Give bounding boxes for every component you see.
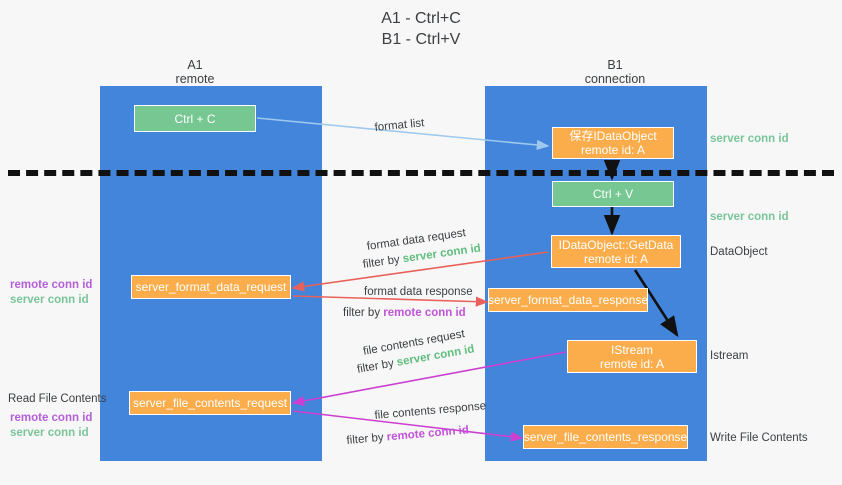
edge-label-file-contents-response: file contents response: [374, 400, 487, 422]
left-note-server-conn-id-2: server conn id: [10, 427, 89, 439]
phase-divider: [8, 170, 834, 176]
left-note-remote-conn-id-2: remote conn id: [10, 412, 93, 424]
node-ctrl-v[interactable]: Ctrl + V: [552, 181, 674, 207]
remote-conn-id-text-1: remote conn id: [383, 307, 466, 319]
node-server-file-contents-request[interactable]: server_file_contents_request: [129, 391, 291, 415]
node-save-idataobject[interactable]: 保存IDataObject remote id: A: [552, 127, 674, 159]
node-getdata-label: IDataObject::GetData: [558, 237, 674, 252]
edge-label-format-list: format list: [374, 117, 425, 134]
node-server-format-data-request-label: server_format_data_request: [135, 280, 287, 294]
right-note-server-conn-id-2: server conn id: [710, 210, 789, 225]
node-ctrl-c-label: Ctrl + C: [174, 111, 216, 126]
right-note-write-file-contents: Write File Contents: [710, 432, 808, 444]
lane-b1-sub: connection: [584, 72, 646, 86]
node-server-file-contents-response-label: server_file_contents_response: [523, 430, 688, 444]
node-ctrl-c[interactable]: Ctrl + C: [134, 105, 256, 132]
node-server-format-data-request[interactable]: server_format_data_request: [131, 275, 291, 299]
edge-filter-file-contents-response: filter by remote conn id: [346, 423, 469, 448]
lane-header-b1: B1 connection: [540, 58, 690, 86]
lane-header-a1: A1 remote: [130, 58, 260, 86]
right-note-server-conn-id-1: server conn id: [710, 132, 789, 147]
filter-by-text-3: filter by: [356, 357, 395, 376]
title-line-2: B1 - Ctrl+V: [381, 31, 461, 48]
left-note-conn-ids-2: remote conn id server conn id: [10, 411, 92, 441]
filter-by-text-1: filter by: [362, 253, 401, 271]
lane-b1-name: B1: [607, 58, 623, 72]
node-server-file-contents-request-label: server_file_contents_request: [132, 396, 288, 410]
node-ctrl-v-label: Ctrl + V: [592, 187, 634, 201]
lane-a1-name: A1: [187, 58, 203, 72]
node-server-format-data-response[interactable]: server_format_data_response: [488, 288, 648, 312]
node-server-format-data-response-label: server_format_data_response: [487, 293, 649, 307]
diagram-title: A1 - Ctrl+C B1 - Ctrl+V: [0, 8, 842, 50]
node-save-idataobject-label: 保存IDataObject: [569, 129, 657, 143]
node-idataobject-getdata[interactable]: IDataObject::GetData remote id: A: [551, 235, 681, 268]
node-istream[interactable]: IStream remote id: A: [567, 340, 697, 373]
left-note-conn-ids-1: remote conn id server conn id: [10, 278, 92, 308]
left-note-read-file-contents: Read File Contents: [8, 393, 107, 405]
left-note-server-conn-id-1: server conn id: [10, 294, 89, 306]
right-note-server-conn-id-2-text: server conn id: [710, 211, 789, 223]
right-note-dataobject: DataObject: [710, 246, 768, 258]
node-istream-remoteid: remote id: A: [599, 356, 665, 371]
node-server-file-contents-response[interactable]: server_file_contents_response: [523, 425, 688, 449]
node-save-idataobject-remoteid: remote id: A: [580, 143, 646, 157]
node-istream-label: IStream: [610, 342, 653, 357]
lane-a1-sub: remote: [175, 72, 215, 86]
right-note-server-conn-id-1-text: server conn id: [710, 133, 789, 145]
filter-by-text-4: filter by: [346, 431, 385, 447]
filter-by-text-2: filter by: [343, 307, 381, 319]
edge-label-format-data-response: format data response: [364, 286, 473, 298]
remote-conn-id-text-2: remote conn id: [386, 424, 470, 444]
title-line-1: A1 - Ctrl+C: [381, 10, 461, 27]
edge-filter-format-data-response: filter by remote conn id: [343, 306, 466, 320]
right-note-istream: Istream: [710, 350, 749, 362]
node-getdata-remoteid: remote id: A: [583, 251, 649, 266]
left-note-remote-conn-id-1: remote conn id: [10, 279, 93, 291]
